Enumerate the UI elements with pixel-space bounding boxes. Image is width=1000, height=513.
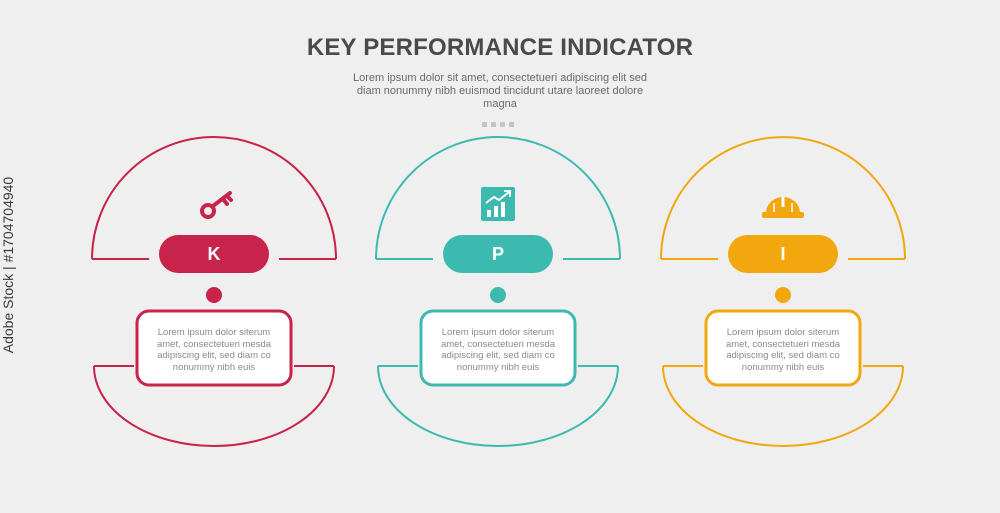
separator-dots bbox=[482, 122, 518, 128]
connector-dot bbox=[206, 287, 222, 303]
connector-dot bbox=[775, 287, 791, 303]
hard-hat-icon bbox=[762, 197, 804, 218]
letter-pill bbox=[159, 235, 269, 273]
text-box bbox=[419, 309, 577, 387]
kpi-item-p bbox=[375, 136, 621, 447]
bottom-arc bbox=[662, 365, 904, 447]
top-arc bbox=[660, 136, 906, 260]
kpi-description: Lorem ipsum dolor siterum amet, consecte… bbox=[440, 327, 556, 373]
kpi-letter: I bbox=[780, 244, 786, 264]
bottom-arc bbox=[377, 365, 619, 447]
top-arc bbox=[91, 136, 337, 260]
kpi-letter: P bbox=[491, 244, 504, 264]
text-box bbox=[704, 309, 862, 387]
letter-pill bbox=[728, 235, 838, 273]
page-title: KEY PERFORMANCE INDICATOR bbox=[306, 34, 694, 61]
kpi-item-k bbox=[91, 136, 337, 447]
connector-dot bbox=[490, 287, 506, 303]
key-icon bbox=[200, 191, 233, 219]
text-box bbox=[135, 309, 293, 387]
letter-pill bbox=[443, 235, 553, 273]
page-subtitle: Lorem ipsum dolor sit amet, consectetuer… bbox=[352, 72, 648, 110]
kpi-item-i bbox=[660, 136, 906, 447]
kpi-letter: K bbox=[207, 244, 221, 264]
kpi-description: Lorem ipsum dolor siterum amet, consecte… bbox=[725, 327, 841, 373]
growth-chart-icon bbox=[481, 187, 515, 221]
kpi-description: Lorem ipsum dolor siterum amet, consecte… bbox=[156, 327, 272, 373]
bottom-arc bbox=[93, 365, 335, 447]
top-arc bbox=[375, 136, 621, 260]
